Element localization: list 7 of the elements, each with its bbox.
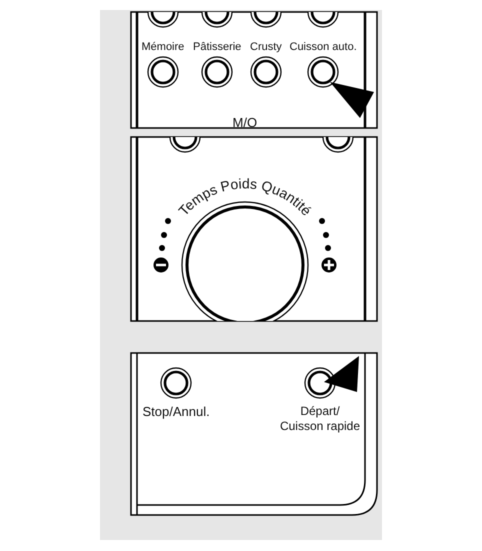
button-label: Mémoire — [142, 40, 184, 55]
button-label: Départ/ Cuisson rapide — [279, 404, 361, 434]
button-label: Pâtisserie — [193, 40, 242, 55]
button-label: M/O — [232, 115, 258, 127]
button-label: Crusty — [250, 40, 282, 55]
button-label: Stop/Annul. — [142, 404, 210, 419]
button-label: Cuisson auto. — [290, 40, 357, 55]
